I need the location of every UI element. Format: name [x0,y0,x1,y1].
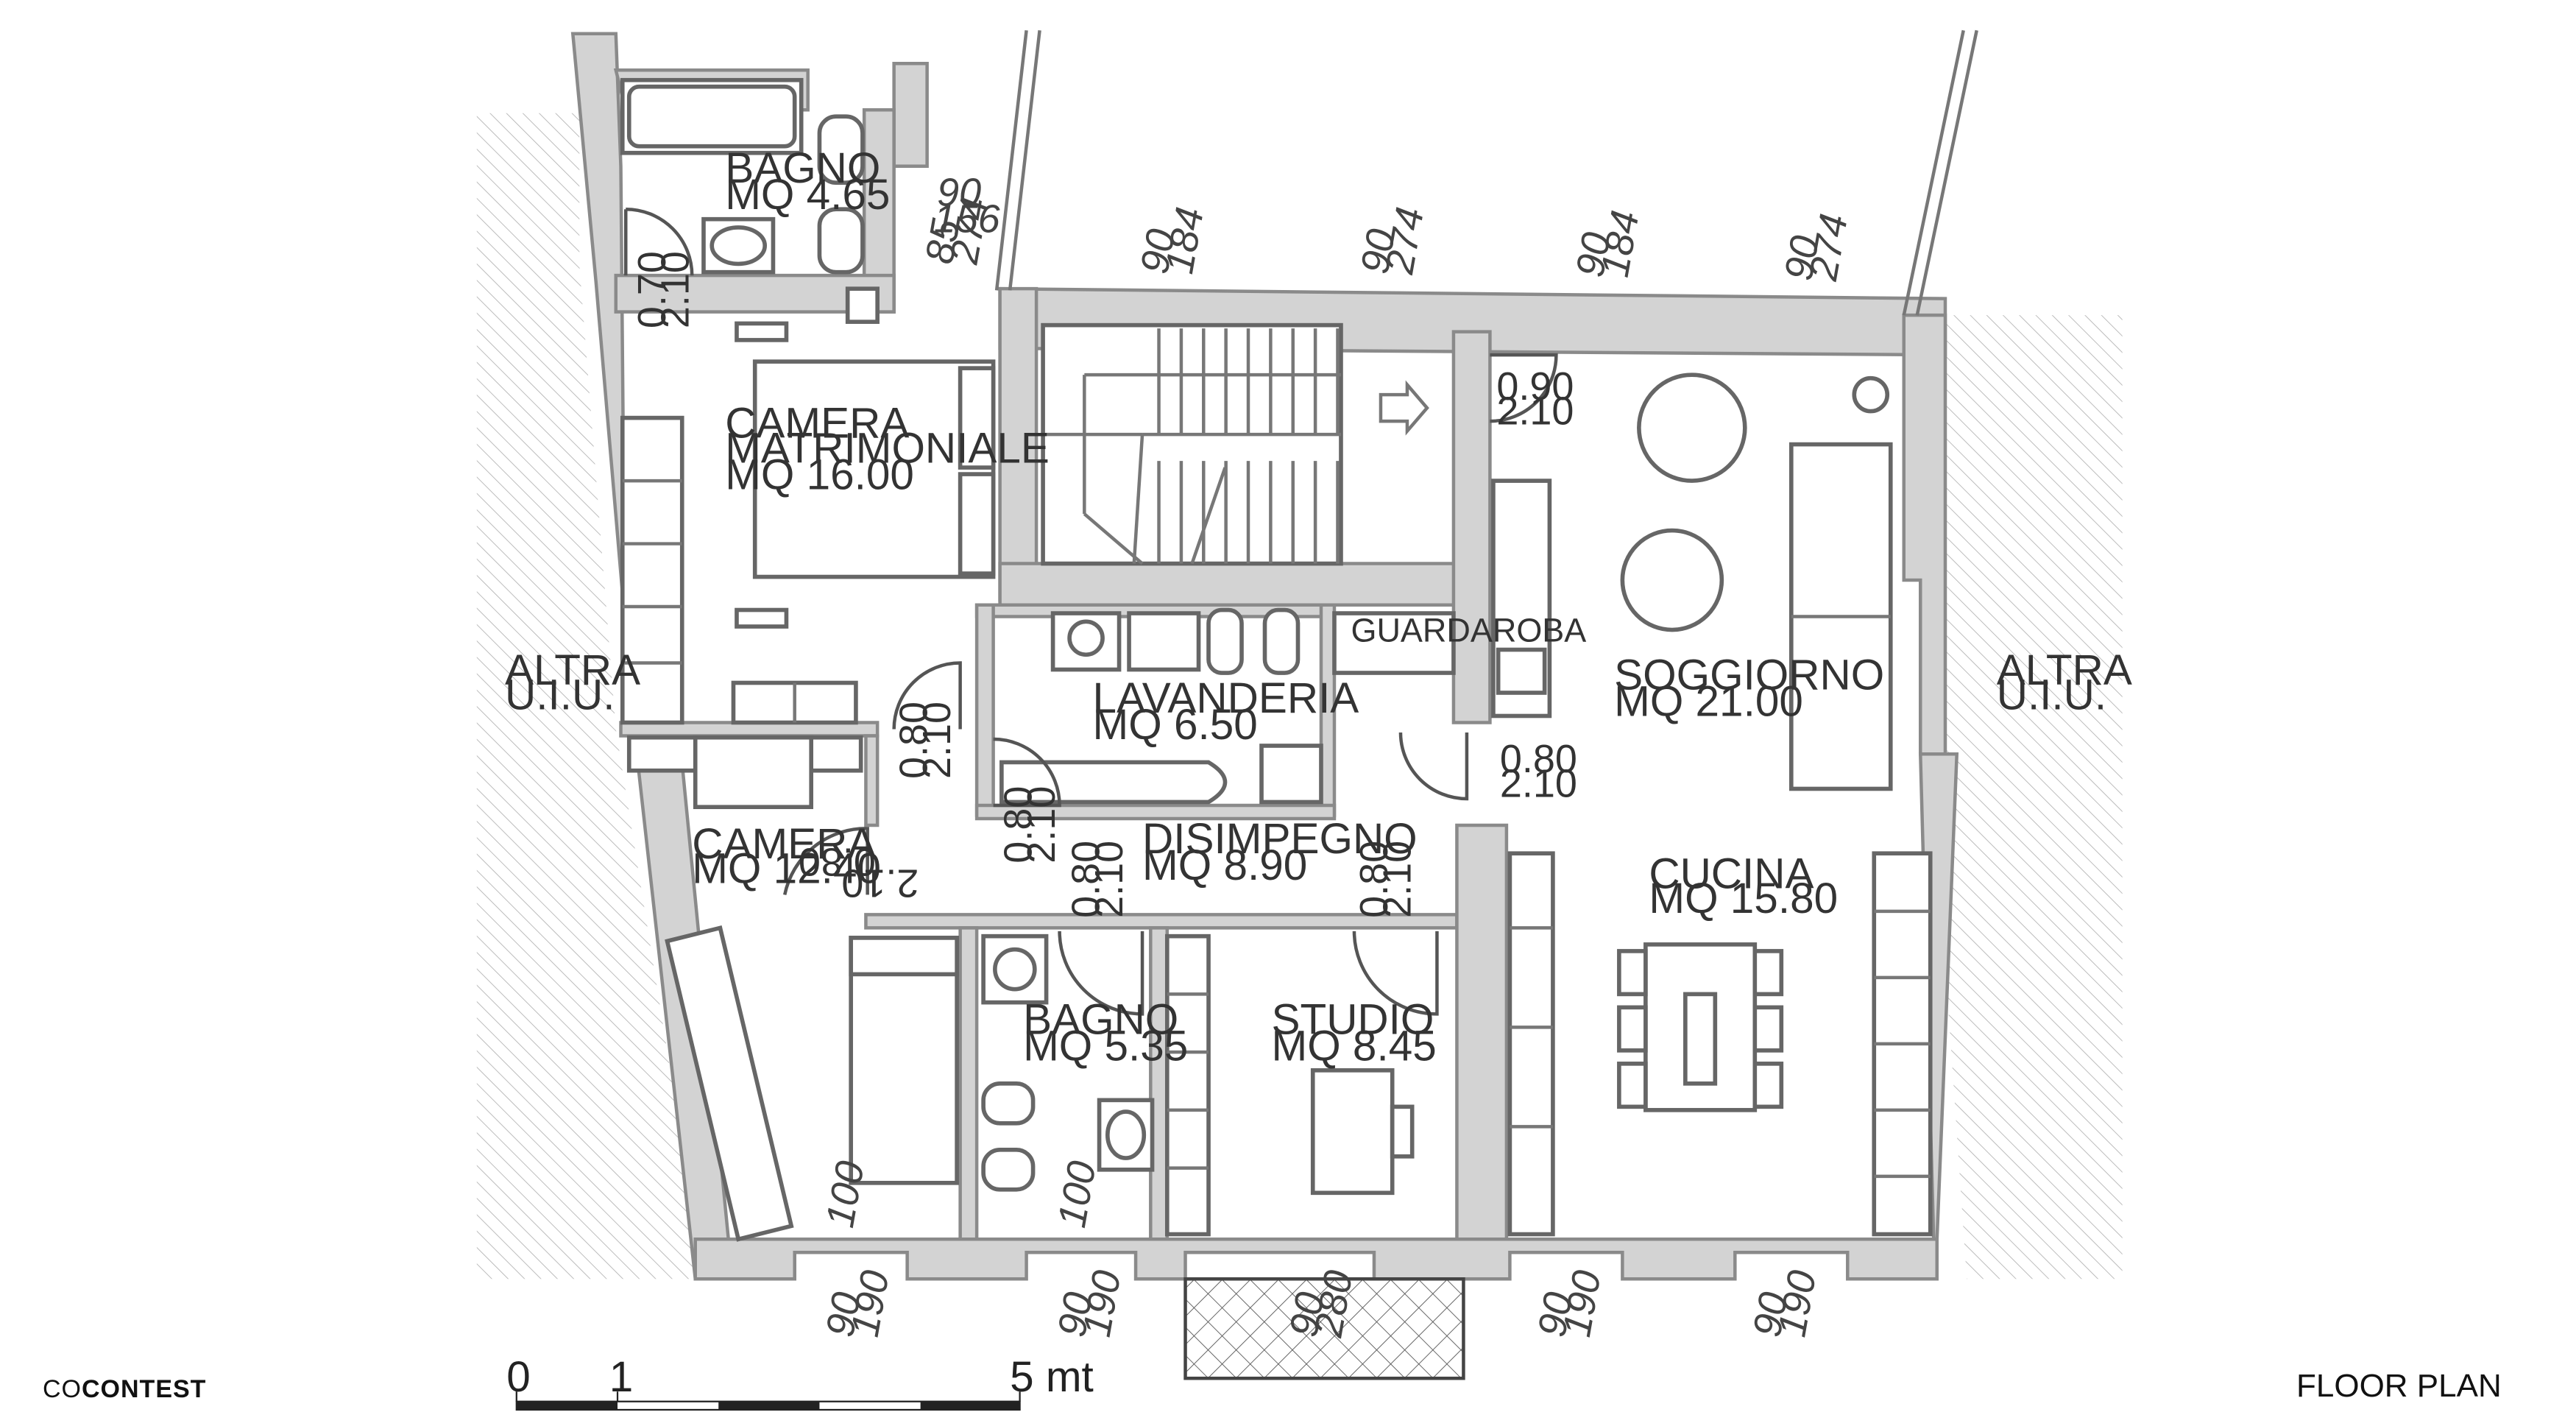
door-height: 2.10 [654,251,698,328]
brand-prefix: CO [43,1375,82,1403]
neighbor-unit-left [476,113,704,1279]
neighbor-label: ALTRA [505,646,640,694]
room-area: MQ 21.00 [1614,677,1803,725]
laundry-fixtures [999,607,1456,805]
room-name: MATRIMONIALE [725,424,1050,472]
room-name: STUDIO [1272,995,1434,1043]
sill-height: 100 [1050,1158,1105,1231]
window-height: 184 [1593,208,1648,280]
neighbor-unit-right [1920,315,2123,1279]
room-name: CUCINA [1649,850,1814,897]
door-width: 0.80 [1064,841,1108,918]
window-width: 90 [818,1289,869,1341]
room-name: BAGNO [725,144,880,192]
window-width: 90 [937,171,981,215]
scale-bar: 0 1 5 mt [506,1353,1094,1411]
door-swings [624,207,1558,1016]
room-area: MQ 16.00 [725,451,914,498]
window-width: 85 [917,215,969,267]
window-height: 190 [1554,1267,1610,1340]
neighbor-label: U.I.U. [1997,671,2106,719]
window-height: 184 [1157,204,1212,277]
brand-logo: COCONTEST [43,1375,206,1404]
room-name: DISIMPEGNO [1142,815,1418,863]
door-width: 0.80 [892,702,936,779]
bath-lower-fixtures [981,933,1155,1192]
door-width: 0.90 [1496,364,1574,409]
page-title: FLOOR PLAN [2296,1368,2502,1404]
room-labels: BAGNO MQ 4.65 CAMERA MATRIMONIALE MQ 16.… [505,144,2132,1070]
staircase [1041,322,1429,566]
brand-name: CONTEST [82,1375,207,1403]
window-height: 190 [1770,1267,1825,1340]
room-area: MQ 6.50 [1093,701,1258,749]
window-height: 156 [934,197,1001,241]
window-height: 190 [1075,1267,1130,1340]
door-height: 2.10 [1087,841,1131,918]
door-width: 0.80 [1500,737,1577,781]
door-width: 0.70 [630,251,674,328]
door-height: 2.10 [1375,841,1419,918]
room-area: MQ 5.35 [1023,1022,1188,1070]
sill-height: 100 [818,1158,873,1231]
window-width: 90 [1281,1289,1333,1341]
room-area: MQ 8.45 [1272,1022,1437,1070]
bath-upper-fixtures [620,77,865,275]
window-width: 90 [1050,1289,1101,1341]
room-area: MQ 4.65 [725,171,890,219]
room-name: CAMERA [692,820,876,868]
window-width: 90 [1568,229,1619,280]
bedroom-furniture [626,735,959,1242]
door-height: 2.10 [1019,786,1064,864]
door-height: 2.10 [915,702,959,779]
door-height: 2.10 [1496,389,1574,434]
door-height: 2.10 [841,861,919,906]
window-height: 190 [843,1267,898,1340]
window-width: 90 [1529,1289,1581,1341]
window-height: 274 [1377,204,1432,278]
room-name: SOGGIORNO [1614,652,1884,699]
window-width: 90 [1353,226,1404,278]
studio-furniture [1164,933,1415,1237]
room-area: MQ 15.80 [1649,875,1838,922]
door-height: 2.10 [1500,762,1577,806]
window-width: 90 [1133,226,1184,278]
door-width: 0.80 [996,786,1040,864]
room-name: LAVANDERIA [1093,674,1359,722]
balcony [1183,1277,1465,1380]
kitchen-furniture [1507,851,1933,1237]
master-bed-furniture [620,286,996,725]
neighbor-label: ALTRA [1997,646,2132,694]
door-dimensions: 0.70 2.10 0.90 2.10 0.80 2.10 0.80 2.10 … [630,251,1577,918]
room-area: MQ 8.90 [1142,841,1307,889]
door-width: 0.80 [1352,841,1396,918]
room-area: MQ 12.40 [692,845,881,893]
room-name: GUARDAROBA [1351,611,1586,649]
scale-label: 1 [609,1353,634,1401]
window-height: 274 [1801,211,1856,284]
room-name: BAGNO [1023,995,1178,1043]
scale-label: 0 [506,1353,531,1401]
door-width: 0.80 [799,839,876,883]
window-width: 90 [1745,1289,1797,1341]
neighbor-label: U.I.U. [505,671,615,719]
window-width: 90 [1777,233,1828,284]
scale-label: 5 mt [1010,1353,1094,1401]
living-room-furniture [1491,373,1893,791]
room-name: CAMERA [725,400,909,448]
